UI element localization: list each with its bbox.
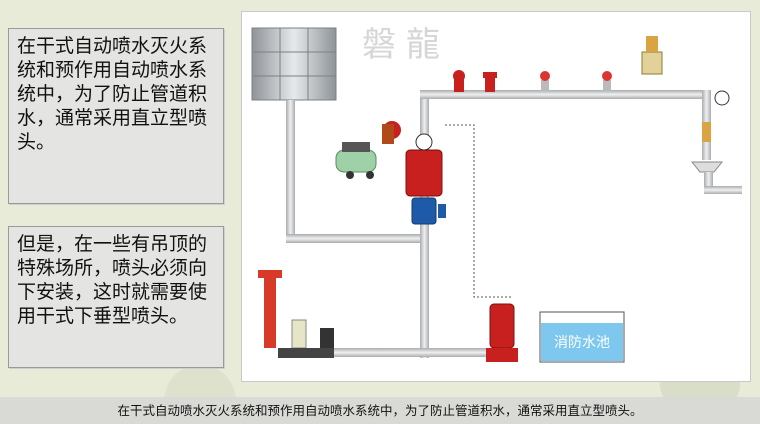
text-box-pendent-sprinkler: 但是，在一些有吊顶的特殊场所，喷头必须向下安装，这时就需要使用干式下垂型喷头。: [8, 226, 224, 368]
sprinkler-head-4: [602, 71, 612, 91]
sprinkler-heads: [453, 70, 612, 92]
subtitle-caption: 在干式自动喷水灭火系统和预作用自动喷水系统中，为了防止管道积水，通常采用直立型喷…: [0, 400, 760, 419]
end-test-assembly: [642, 36, 742, 194]
text-box-2-content: 但是，在一些有吊顶的特殊场所，喷头必须向下安装，这时就需要使用干式下垂型喷头。: [17, 233, 207, 327]
water-pool: 消防水池: [540, 312, 624, 362]
text-box-1-content: 在干式自动喷水灭火系统和预作用自动喷水系统中，为了防止管道积水，通常采用直立型喷…: [17, 35, 207, 153]
sprinkler-system-diagram: 磐龍: [241, 11, 751, 382]
sprinkler-head-2: [483, 72, 497, 92]
text-box-upright-sprinkler: 在干式自动喷水灭火系统和预作用自动喷水系统中，为了防止管道积水，通常采用直立型喷…: [8, 28, 224, 204]
signal-line: [445, 125, 512, 297]
water-tank: [252, 28, 336, 100]
gate-valve-blue: [412, 198, 446, 224]
system-illustration: 磐龍: [242, 12, 750, 381]
air-compressor: [336, 142, 376, 179]
sprinkler-head-1: [453, 70, 465, 92]
dry-alarm-valve: [382, 121, 442, 196]
fire-hydrant-inlet: [258, 270, 334, 358]
water-pool-label: 消防水池: [554, 335, 610, 351]
sprinkler-head-3: [540, 71, 550, 91]
fire-pump: [486, 304, 518, 362]
brand-watermark: 磐龍: [362, 25, 450, 65]
